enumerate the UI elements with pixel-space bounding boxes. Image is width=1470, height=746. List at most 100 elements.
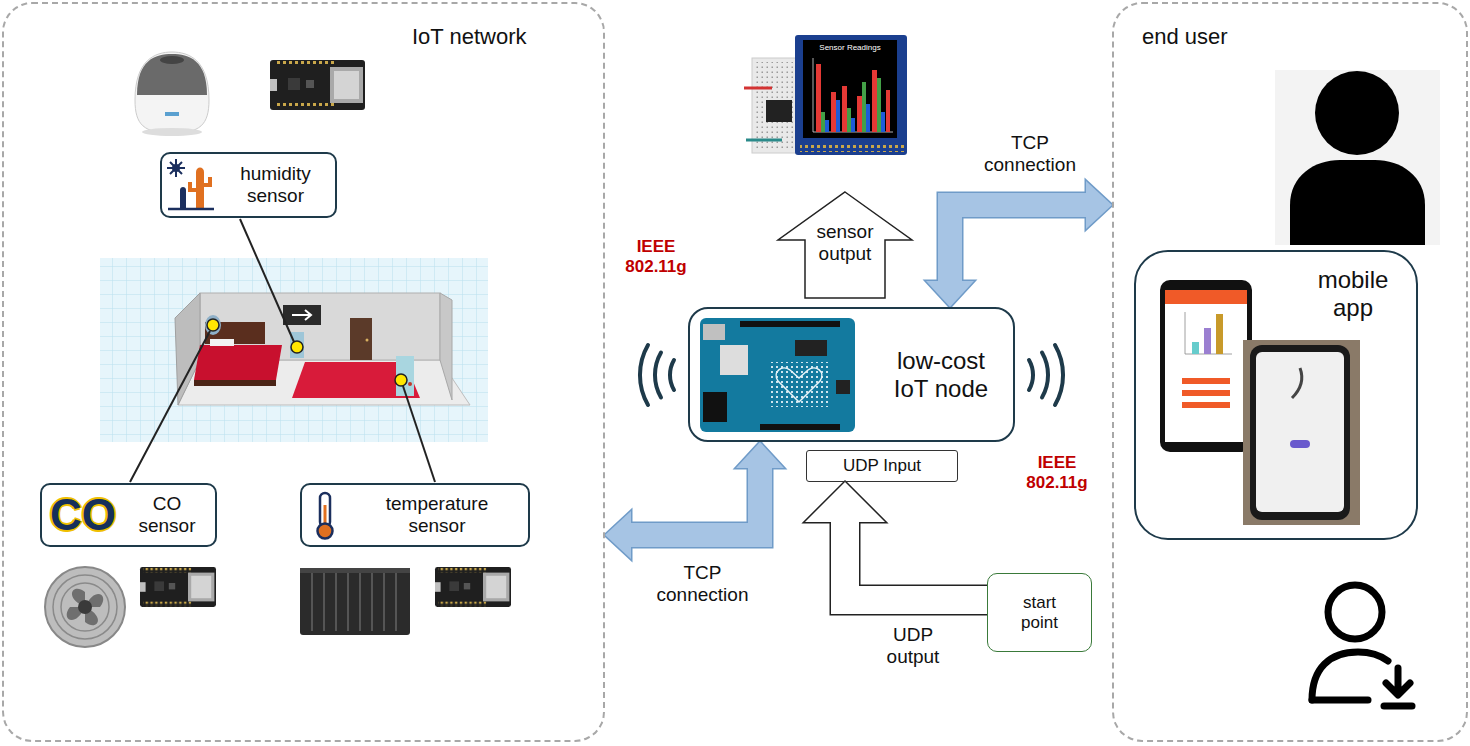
person-silhouette [1290,160,1425,245]
room-picture [100,258,488,442]
arrow-body [631,468,760,535]
arrow-body [845,522,987,600]
room-picture [205,315,221,335]
label-holder: IEEE 802.11g [616,237,696,276]
display-picture [825,120,829,132]
arrow-head [736,442,784,468]
node-label: start point [1005,593,1075,632]
connection-arrow [805,482,987,600]
node-label: low-cost IoT node [881,347,1001,402]
arrow-outline [631,468,760,535]
phone-picture [1290,440,1310,448]
wifi-symbol [655,353,661,398]
component-box: start point [987,573,1092,652]
download-user-icon [1384,703,1412,710]
humidity-icon [168,208,214,211]
fan-picture [67,589,104,626]
display-picture [746,139,782,142]
room-picture [408,382,412,386]
person-silhouette [1275,70,1440,245]
label-holder: UDP output [868,624,958,668]
node-label: CO [50,493,116,537]
room-picture [194,345,282,380]
display-picture [800,145,904,152]
wifi-symbol [1055,345,1063,405]
room-picture [100,258,488,442]
humidity-icon [167,159,214,209]
connection-label: TCP connection [975,132,1085,176]
thermometer-icon [318,524,333,539]
sensor-dot [207,319,219,331]
thermometer-icon [318,493,333,539]
phone-picture [1204,328,1211,354]
humidifier-picture [142,128,202,136]
arrow-head [805,482,885,522]
arduino-board [703,324,725,340]
annotation-label: IEEE 802.11g [616,237,696,276]
connection-arrow [605,442,784,559]
sensor-dot [207,319,407,386]
display-picture [886,90,890,132]
component-box: COCO sensor [40,483,217,547]
connection-label: UDP output [868,624,958,668]
person-silhouette [1275,70,1440,245]
wifi-symbol [670,360,674,390]
display-picture [744,35,907,155]
output-arrow [778,192,912,298]
arduino-board [760,424,840,430]
wifi-symbol [640,345,1063,405]
display-picture [851,118,855,132]
display-picture [821,112,825,132]
humidifier-picture [165,112,179,116]
arduino-board [836,380,850,394]
component-box: low-cost IoT node [688,307,1015,442]
output-arrow [778,192,912,298]
leader-line [403,386,435,482]
phone-picture [1165,290,1247,304]
arduino-board [700,318,855,432]
node-label: humidity sensor [226,163,326,207]
arrow-head [926,281,974,307]
arrow-head [1086,181,1112,229]
fan-picture [61,583,109,631]
download-user-icon [1386,668,1410,695]
display-picture [766,100,792,122]
room-picture [194,380,276,386]
humidifier-picture [160,56,184,64]
radiator-picture [312,572,396,631]
connection-arrow [926,181,1112,307]
wifi-symbol [1042,353,1048,398]
node-label: UDP Input [843,456,921,476]
region-panel: IoT networkhumidity sensorCOCO sensortem… [2,2,605,742]
download-user-icon [1312,697,1368,704]
panel-heading: IoT network [412,24,527,49]
display-picture [744,87,772,90]
person-silhouette [1315,71,1399,155]
fan-picture [53,575,117,639]
arrow-body [950,205,1086,281]
download-user-icon [1312,652,1388,700]
phone-picture [1192,342,1199,354]
phone-picture [1256,352,1344,512]
label-holder: IEEE 802.11g [1012,453,1102,492]
phone-picture [1160,280,1360,525]
humidifier-picture [135,52,209,136]
radiator-picture [300,568,410,573]
panel-heading: end user [1142,24,1228,49]
arduino-board [776,368,822,402]
display-picture [754,62,800,150]
room-picture [440,293,452,400]
phone-picture [1182,402,1230,408]
wifi-symbol [640,345,648,405]
room-picture [292,310,311,320]
humidity-icon [190,182,196,190]
radiator-picture [300,568,410,635]
display-picture [803,40,897,138]
phone-picture [1165,290,1247,442]
phone-picture [1243,340,1360,525]
display-picture [831,92,836,132]
leader-line [130,219,435,482]
room-picture [283,305,321,325]
phone-picture [1182,390,1230,396]
